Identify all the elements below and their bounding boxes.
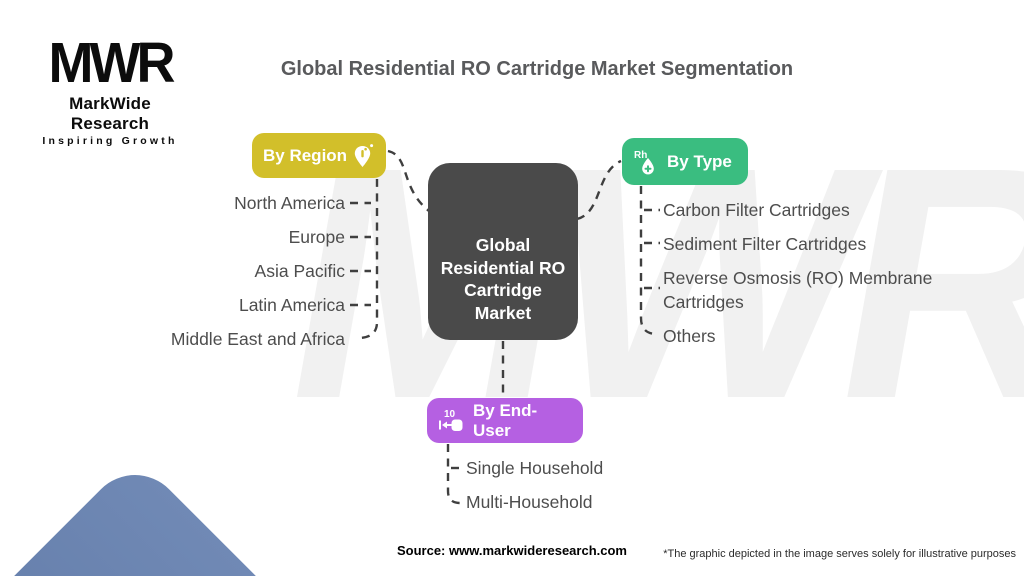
center-node-label: Global Residential RO Cartridge Market bbox=[440, 235, 566, 323]
by-end-user-label: By End-User bbox=[473, 400, 538, 440]
region-list-item: Middle East and Africa bbox=[170, 329, 345, 349]
svg-text:Rh: Rh bbox=[634, 150, 647, 161]
type-list-item: Carbon Filter Cartridges bbox=[663, 200, 850, 220]
region-list-item: Europe bbox=[288, 227, 345, 247]
markwide-research-logo: MWR MarkWide Research Inspiring Growth bbox=[28, 31, 192, 147]
type-list-item: Sediment Filter Cartridges bbox=[663, 234, 867, 254]
source-text: Source: www.markwideresearch.com bbox=[396, 543, 627, 558]
end-user-list-item: Single Household bbox=[466, 458, 604, 478]
center-node-market: Global Residential RO Cartridge Market bbox=[428, 163, 578, 340]
page-title: Global Residential RO Cartridge Market S… bbox=[280, 58, 794, 80]
branch-badge-by-end-user: 10 By End-User bbox=[427, 398, 583, 443]
by-region-label: By Region bbox=[263, 145, 348, 165]
rh-droplet-icon: Rh bbox=[633, 148, 659, 176]
type-list-item: Others bbox=[663, 326, 716, 346]
region-list-item: Latin America bbox=[238, 295, 345, 315]
svg-text:10: 10 bbox=[444, 409, 456, 420]
person-pin-icon bbox=[351, 143, 375, 169]
branch-badge-by-region: By Region bbox=[252, 133, 386, 178]
logo-mark: MWR bbox=[48, 31, 176, 95]
region-list-item: Asia Pacific bbox=[254, 261, 345, 281]
logo-tagline: Inspiring Growth bbox=[42, 135, 178, 147]
region-list-item: North America bbox=[234, 193, 345, 213]
end-user-list-item: Multi-Household bbox=[466, 492, 593, 512]
logo-name: MarkWide Research bbox=[69, 94, 151, 133]
branch-badge-by-type: Rh By Type bbox=[622, 138, 748, 185]
measure-width-icon: 10 bbox=[437, 408, 465, 434]
by-type-label: By Type bbox=[667, 151, 732, 171]
type-list-item: Reverse Osmosis (RO) Membrane Cartridges bbox=[663, 268, 933, 312]
disclaimer-text: *The graphic depicted in the image serve… bbox=[663, 548, 1016, 560]
